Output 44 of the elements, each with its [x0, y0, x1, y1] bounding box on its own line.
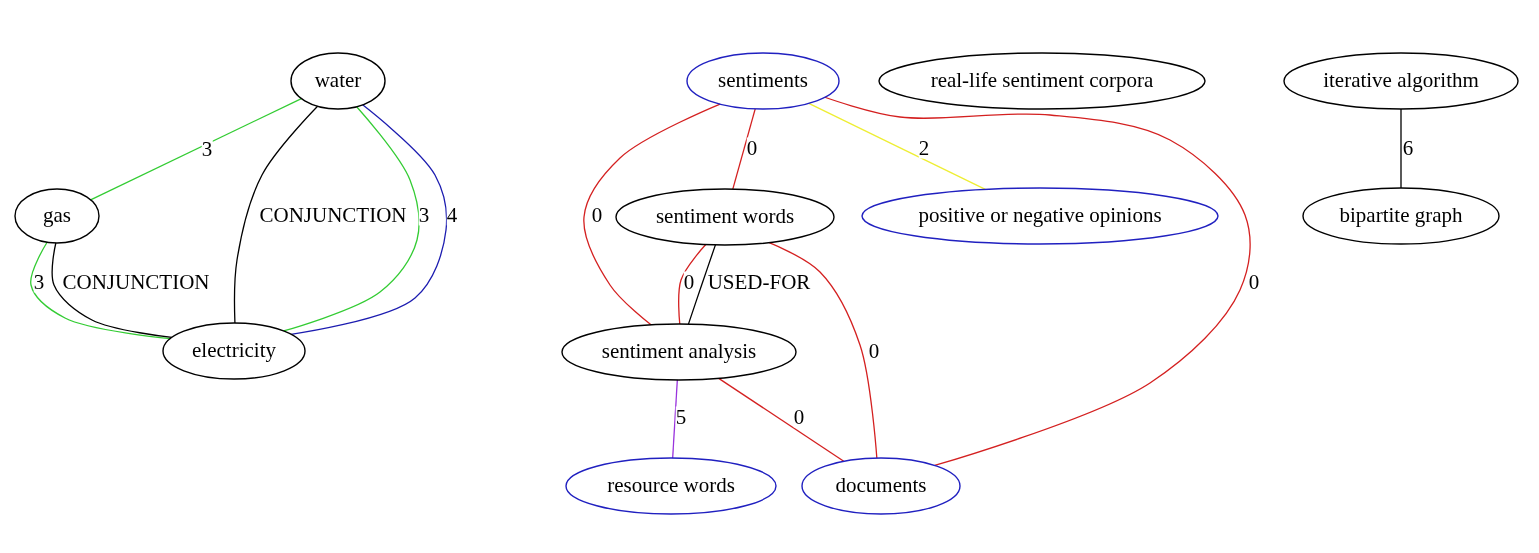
node-label: sentiments	[718, 70, 808, 92]
edge-label: 3	[33, 271, 45, 293]
graph-node	[801, 457, 961, 515]
edge-line	[687, 244, 717, 325]
edge-line	[718, 377, 845, 462]
graph-node	[615, 188, 835, 246]
edge-label: 4	[446, 204, 458, 226]
graph-node	[162, 322, 306, 380]
node-label: real-life sentiment corpora	[930, 70, 1154, 92]
edge-label: 5	[675, 406, 687, 428]
graph-node	[878, 52, 1206, 110]
edge-label: 3	[418, 204, 430, 226]
graph-node	[565, 457, 777, 515]
node-label: sentiment analysis	[601, 341, 757, 363]
edge-line	[672, 379, 678, 459]
edge-line	[583, 103, 721, 326]
node-label: iterative algorithm	[1323, 70, 1479, 92]
edge-line	[678, 243, 707, 325]
edge-line	[824, 96, 1251, 467]
node-label: water	[314, 70, 362, 92]
edge-line	[732, 108, 756, 190]
edge-line	[30, 241, 171, 340]
graph-node	[1283, 52, 1519, 110]
node-label: electricity	[192, 340, 276, 362]
edge-line	[233, 105, 319, 324]
node-label: resource words	[607, 475, 735, 497]
node-label: documents	[835, 475, 927, 497]
edge-line	[768, 241, 878, 459]
edge-line	[51, 242, 173, 339]
graph-node	[14, 188, 100, 244]
edge-line	[90, 97, 303, 201]
edge-line	[808, 102, 986, 190]
graph-node	[861, 187, 1219, 245]
graph-node	[686, 52, 840, 110]
node-label: positive or negative opinions	[918, 205, 1162, 227]
node-label: bipartite graph	[1339, 205, 1463, 227]
graph-node	[290, 52, 386, 110]
node-label: gas	[43, 205, 71, 227]
graph-node	[561, 323, 797, 381]
node-label: sentiment words	[655, 206, 795, 228]
edge-line	[282, 106, 420, 332]
graph-node	[1302, 187, 1500, 245]
edge-line	[290, 104, 448, 335]
edge-line	[1400, 108, 1402, 189]
